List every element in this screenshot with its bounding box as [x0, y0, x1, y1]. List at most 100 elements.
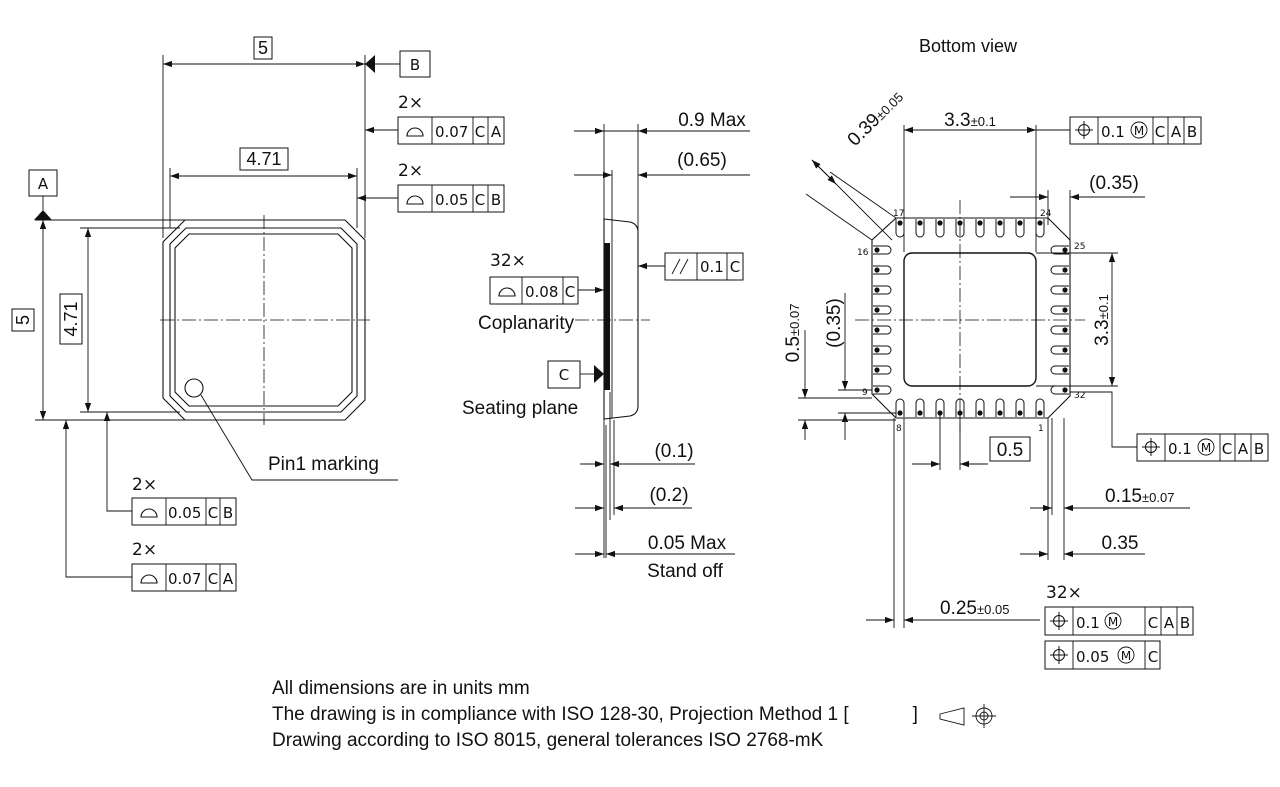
- lead-mark: [1062, 287, 1068, 293]
- svg-text:0.1: 0.1: [1076, 614, 1100, 632]
- datum-b-label: B: [410, 56, 420, 74]
- lead-pad: [995, 398, 1005, 417]
- lead-mark: [1062, 347, 1068, 353]
- svg-text:C: C: [1148, 614, 1158, 632]
- lead-mark: [1062, 247, 1068, 253]
- lead-pad: [1050, 265, 1069, 275]
- dim-max-height: 0.9 Max: [678, 110, 746, 131]
- lead-mark: [874, 367, 880, 373]
- svg-text:C: C: [730, 258, 740, 276]
- svg-text:A: A: [1238, 440, 1249, 458]
- lead-pad: [975, 398, 985, 417]
- tol-frame-top-2: 2× 0.05 C B: [357, 161, 505, 213]
- lead-mark: [1017, 220, 1023, 226]
- tol-frame-parallelism: 0.1 C: [638, 252, 744, 281]
- pin1-label: Pin1 marking: [268, 454, 379, 475]
- lead-pad: [873, 245, 892, 255]
- bottom-view-title: Bottom view: [919, 36, 1018, 56]
- lead-mark: [1062, 387, 1068, 393]
- svg-text:1: 1: [1038, 424, 1044, 434]
- svg-text:C: C: [1155, 123, 1165, 141]
- lead-mark: [937, 220, 943, 226]
- svg-text:17: 17: [893, 209, 904, 219]
- lead-mark: [997, 410, 1003, 416]
- svg-text:C: C: [1222, 440, 1232, 458]
- lead-mark: [977, 220, 983, 226]
- bottom-view: Bottom view 17 24 16 25 9 32 8 1 3.3±0.1…: [783, 36, 1269, 670]
- standoff-label: Stand off: [647, 561, 723, 582]
- side-leads-strip: [604, 243, 610, 390]
- svg-text:A: A: [1164, 614, 1175, 632]
- tol-frame-coplanarity: 32× 0.08 C: [489, 251, 604, 305]
- lead-pad: [935, 398, 945, 417]
- lead-pad: [873, 345, 892, 355]
- lead-pad: [1050, 325, 1069, 335]
- lead-pad: [935, 219, 945, 238]
- dim-pad-height: 3.3±0.1: [1092, 294, 1113, 346]
- note-line-2: The drawing is in compliance with ISO 12…: [272, 704, 918, 725]
- lead-mark: [917, 410, 923, 416]
- coplanarity-label: Coplanarity: [478, 313, 575, 334]
- tol-frame-position-top: 0.1 M C A B: [1036, 116, 1202, 145]
- lead-pad: [1050, 245, 1069, 255]
- dim-lead-width: 0.15±0.07: [1105, 486, 1174, 507]
- lead-mark: [1037, 410, 1043, 416]
- datum-c-triangle: [594, 365, 604, 383]
- parallel-icon: [671, 258, 689, 275]
- dim-body-thickness: (0.65): [677, 150, 727, 171]
- svg-text:A: A: [1171, 123, 1182, 141]
- dim-lead-length: 0.35: [1102, 533, 1139, 554]
- svg-text:0.05: 0.05: [168, 504, 201, 522]
- svg-text:32×: 32×: [490, 251, 526, 271]
- svg-text:24: 24: [1040, 209, 1052, 219]
- lead-pad: [1050, 345, 1069, 355]
- package-outline: [162, 219, 366, 421]
- svg-text:M: M: [1121, 649, 1131, 663]
- lead-mark: [1062, 267, 1068, 273]
- lead-mark: [874, 247, 880, 253]
- tol-frame-bottom-2: 2× 0.07 C A: [62, 420, 237, 592]
- svg-text:0.1: 0.1: [700, 258, 724, 276]
- svg-text:8: 8: [896, 424, 902, 434]
- svg-text:C: C: [565, 283, 575, 301]
- lead-pad: [1015, 398, 1025, 417]
- lead-pad: [873, 305, 892, 315]
- tol-frame-top-1: 2× 0.07 C A: [365, 93, 505, 145]
- package-body-inner: [174, 233, 353, 407]
- dim-standoff: 0.05 Max: [648, 533, 727, 554]
- svg-text:B: B: [1180, 614, 1190, 632]
- svg-text:25: 25: [1074, 242, 1085, 252]
- lead-pad: [1015, 219, 1025, 238]
- svg-text:32: 32: [1074, 391, 1085, 401]
- tol-frame-position-right: 0.1 M C A B: [1070, 391, 1269, 462]
- svg-text:B: B: [491, 191, 501, 209]
- svg-text:0.05: 0.05: [1076, 648, 1109, 666]
- lead-mark: [874, 287, 880, 293]
- dim-height-label: 5: [13, 315, 33, 325]
- package-body-outer: [169, 227, 358, 413]
- datum-b-triangle: [365, 55, 375, 73]
- svg-text:0.05: 0.05: [435, 191, 468, 209]
- note-line-3: Drawing according to ISO 8015, general t…: [272, 730, 824, 751]
- tol-frame-bottom-1: 2× 0.05 C B: [103, 412, 237, 526]
- dim-pitch: 0.5: [997, 440, 1023, 461]
- dim-pad-width: 3.3±0.1: [944, 110, 996, 131]
- svg-text:C: C: [208, 570, 218, 588]
- tol-frame-lead-position: 32× 0.1 M C A B 0.05 M C: [1044, 583, 1194, 670]
- lead-mark: [897, 410, 903, 416]
- svg-text:C: C: [1148, 648, 1158, 666]
- dim-035-top: (0.35): [1089, 173, 1139, 194]
- top-view: Pin1 marking 5 B 4.71 2× 0.07 C A: [11, 36, 505, 592]
- svg-text:0.07: 0.07: [435, 123, 468, 141]
- lead-mark: [874, 307, 880, 313]
- svg-text:16: 16: [857, 248, 869, 258]
- svg-text:B: B: [1254, 440, 1264, 458]
- svg-text:C: C: [475, 123, 485, 141]
- lead-mark: [874, 327, 880, 333]
- dim-width-label: 5: [258, 38, 268, 58]
- svg-text:2×: 2×: [132, 540, 157, 560]
- lead-pad: [975, 219, 985, 238]
- drawing-notes: All dimensions are in units mm The drawi…: [272, 676, 918, 754]
- datum-a-triangle: [34, 210, 52, 220]
- dim-01: (0.1): [654, 441, 693, 462]
